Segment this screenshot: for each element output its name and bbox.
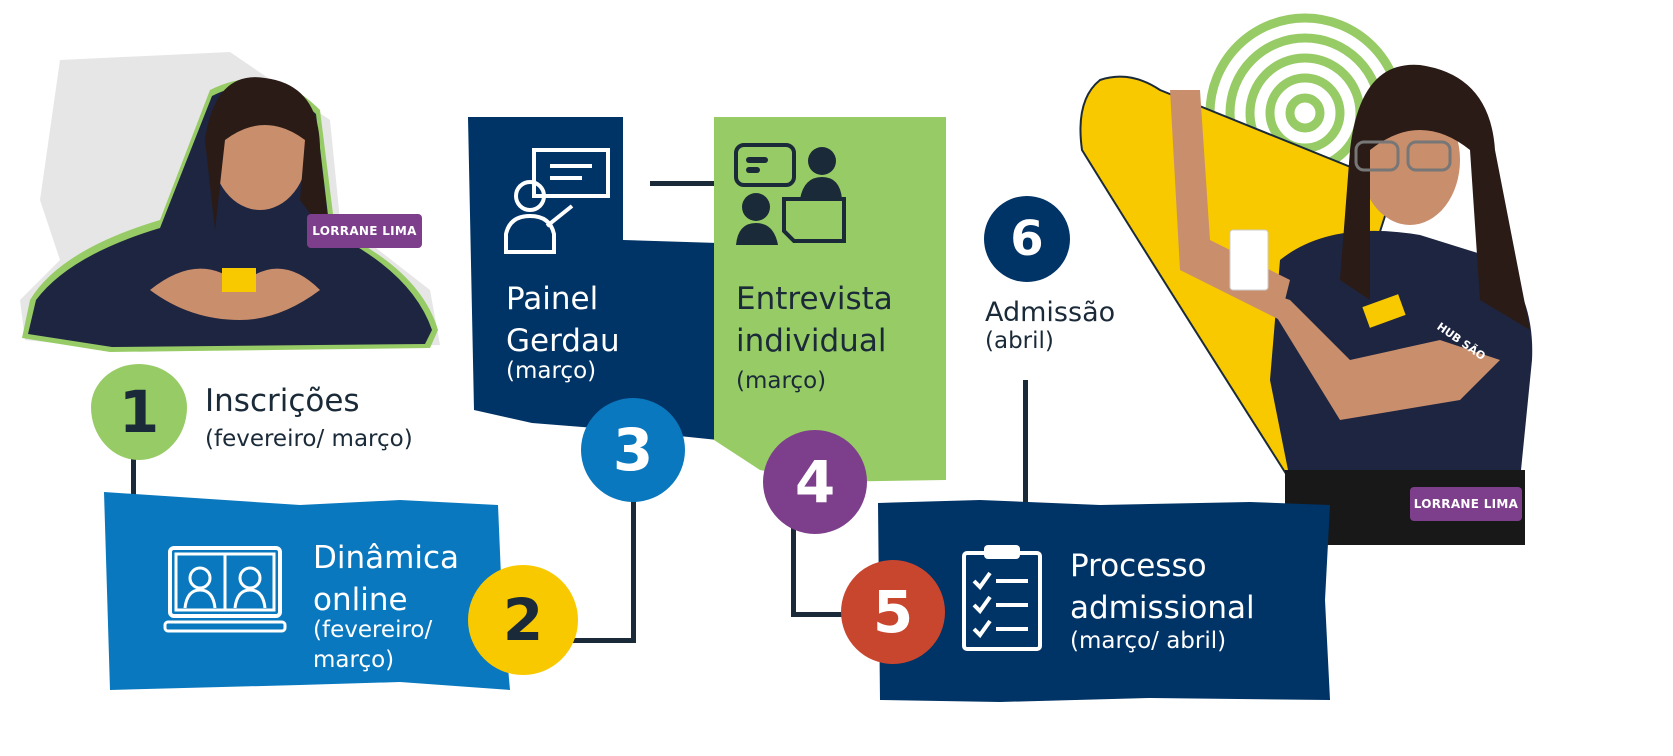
presenter-icon (504, 148, 610, 254)
step-5-title-line: Processo (1070, 548, 1207, 584)
step-5-period: (março/ abril) (1070, 628, 1227, 654)
connector-3-4 (650, 181, 716, 186)
step-3-title-line: Painel (506, 281, 599, 317)
name-badge: LORRANE LIMA (307, 214, 422, 248)
step-5-title: Processo admissional (1070, 545, 1255, 629)
step-2-period-line: (fevereiro/ (313, 617, 433, 643)
step-1-title: Inscrições (205, 383, 360, 419)
step-4-period: (março) (736, 368, 827, 394)
step-4-title-line: Entrevista (736, 281, 893, 317)
step-2-title-line: online (313, 582, 408, 618)
video-call-laptop-icon (163, 546, 287, 633)
step-4-title: Entrevista individual (736, 278, 893, 362)
step-3-title-line: Gerdau (506, 323, 620, 359)
step-3-title: Painel Gerdau (506, 278, 620, 362)
step-3-box (468, 117, 718, 440)
step-4-title-line: individual (736, 323, 887, 359)
step-4-box (714, 117, 946, 482)
step-3-number: 3 (581, 398, 685, 502)
connector-4-5 (791, 612, 851, 617)
checklist-clipboard-icon (962, 545, 1042, 651)
connector-2-3 (560, 638, 636, 643)
connector-4-5 (791, 528, 796, 616)
step-5-number: 5 (841, 560, 945, 664)
conversation-icon (734, 143, 846, 245)
step-2-period-line: março) (313, 647, 395, 673)
step-3-period: (março) (506, 358, 597, 384)
step-2-number: 2 (468, 565, 578, 675)
step-6-period: (abril) (985, 328, 1054, 354)
step-4-number: 4 (763, 430, 867, 534)
step-2-title-line: Dinâmica (313, 540, 459, 576)
connector-5-6 (1023, 380, 1028, 502)
connector-2-3 (631, 500, 636, 643)
step-1-number: 1 (91, 364, 187, 460)
step-1-period: (fevereiro/ março) (205, 426, 413, 452)
step-2-title: Dinâmica online (313, 537, 459, 621)
name-badge: LORRANE LIMA (1410, 487, 1522, 521)
step-6-number: 6 (984, 196, 1070, 282)
step-2-period: (fevereiro/ março) (313, 615, 432, 675)
step-6-title: Admissão (985, 297, 1116, 328)
step-5-title-line: admissional (1070, 590, 1255, 626)
